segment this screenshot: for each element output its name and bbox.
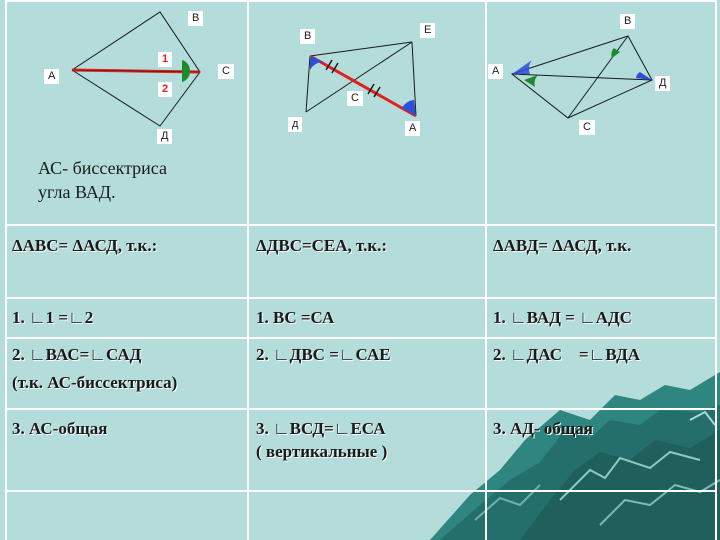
grid-h5 [5, 490, 717, 492]
angle-a-arc [402, 100, 416, 116]
figure-3 [510, 35, 653, 119]
grid-h1 [5, 224, 717, 226]
grid-v3 [715, 0, 717, 540]
grid-h4 [5, 408, 717, 410]
row3-col2: 3. ∟ВСД=∟ЕСА [256, 419, 386, 438]
fig1-label-d: Д [157, 129, 173, 144]
grid-v2 [485, 0, 487, 540]
row3-col2-extra: ( вертикальные ) [256, 442, 388, 461]
grid-top [5, 0, 717, 2]
row3-col3: 3. АД- общая [493, 419, 593, 438]
grid-v1 [247, 0, 249, 540]
row1-col3: 1. ∟ВАД = ∟АДС [493, 308, 632, 327]
figure-1 [71, 11, 201, 127]
fig3-label-d: Д [655, 76, 671, 91]
header-col1: ΔАВС= ΔАСД, т.к.: [12, 236, 158, 255]
fig3-label-b: В [620, 14, 636, 29]
row1-col1: 1. ∟1 =∟2 [12, 308, 94, 327]
angle-1-arc [182, 60, 191, 71]
fig3-label-c: С [579, 120, 595, 135]
fig2-label-a: А [405, 121, 421, 136]
fig2-label-b: В [300, 29, 316, 44]
grid-h2 [5, 297, 717, 299]
fig1-label-b: В [188, 11, 204, 26]
row2-col2: 2. ∟ДВС =∟САЕ [256, 345, 391, 364]
fig2-label-e: Е [420, 23, 436, 38]
row2-col3: 2. ∟ДАС =∟ВДА [493, 345, 641, 364]
fig2-label-c: С [347, 91, 363, 106]
row1-col2: 1. ВС =СА [256, 308, 335, 327]
fig1-label-c: С [218, 64, 234, 79]
bisector-note-line2: угла ВАД. [38, 182, 116, 202]
fig2-label-d: д [288, 117, 303, 132]
bisector-note-line1: АС- биссектриса [38, 158, 168, 178]
angle-2-number: 2 [158, 82, 173, 97]
header-col3: ΔАВД= ΔАСД, т.к. [493, 236, 632, 255]
angle-b-arc [310, 56, 324, 70]
row3-col1: 3. АС-общая [12, 419, 108, 438]
grid-h3 [5, 337, 717, 339]
figure-2 [305, 41, 417, 118]
row2-col1: 2. ∟ВАС=∟САД [12, 345, 142, 364]
angle-1-number: 1 [158, 52, 173, 67]
fig3-label-a: А [488, 64, 504, 79]
grid-v0 [5, 0, 7, 540]
bisector-note: АС- биссектриса угла ВАД. [38, 156, 167, 204]
angle-2-arc [182, 71, 191, 82]
row2-col1-extra: (т.к. АС-биссектриса) [12, 373, 178, 392]
header-col2: ΔДВС=СЕА, т.к.: [256, 236, 388, 255]
fig1-label-a: А [44, 69, 60, 84]
